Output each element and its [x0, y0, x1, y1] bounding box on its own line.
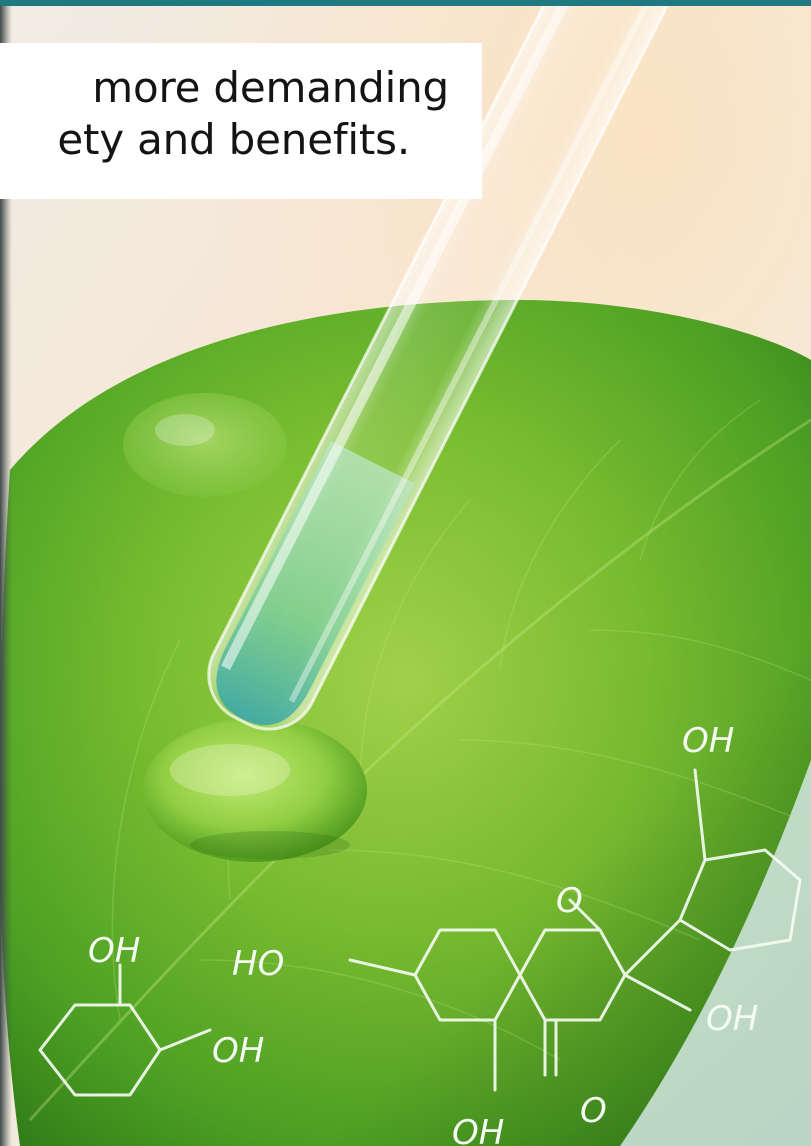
- molecule-label-oh-right: OH: [706, 999, 758, 1039]
- top-accent-bar: [0, 0, 811, 6]
- molecule-label-o-ring: O: [556, 881, 583, 921]
- molecule-label-oh-left-top: OH: [88, 931, 140, 971]
- molecule-label-oh-left-bottom: OH: [212, 1031, 264, 1071]
- caption-line-2: ety and benefits.: [57, 115, 410, 164]
- left-edge-shadow: [0, 0, 12, 1146]
- molecule-label-oh-top-right: OH: [682, 721, 734, 761]
- caption-box: more demanding ety and benefits.: [0, 43, 482, 199]
- molecule-label-oh-bottom: OH: [452, 1113, 504, 1146]
- caption-line-1: more demanding: [92, 63, 449, 112]
- molecule-label-ho-center: HO: [232, 944, 284, 984]
- molecule-label-o-carbonyl: O: [580, 1091, 607, 1131]
